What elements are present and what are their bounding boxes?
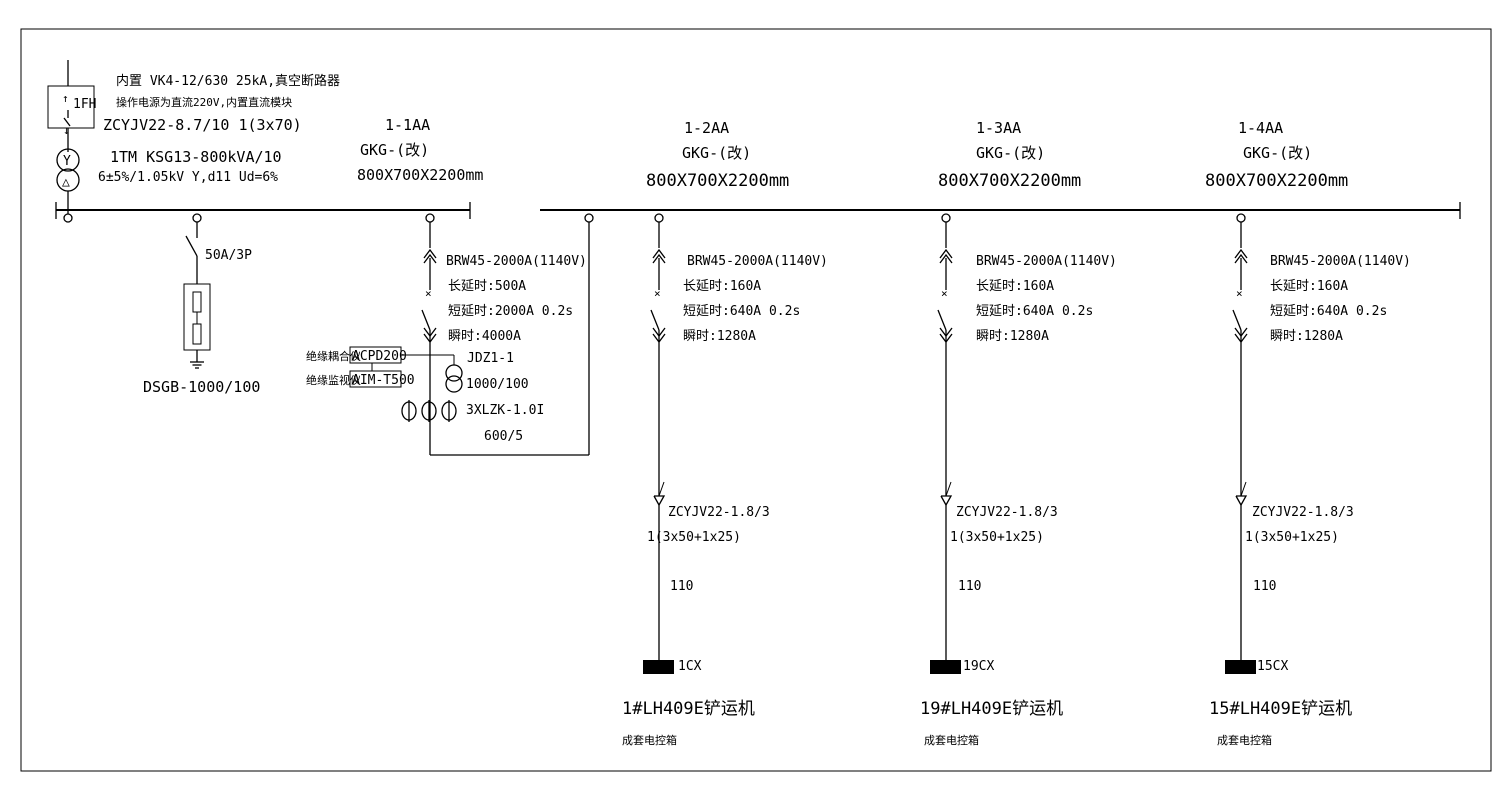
feeder-cable-spec: 1(3x50+1x25) — [1245, 530, 1339, 545]
arrester-breaker-icon — [185, 235, 198, 257]
feeder-cabinet-model: GKG-(改) — [682, 144, 751, 162]
transformer-d-symbol: △ — [62, 175, 70, 190]
cabinet-1-header: 1-1AA GKG-(改) 800X700X2200mm — [357, 116, 483, 184]
feeder-cable-length: 110 — [670, 579, 693, 594]
feeder-cabinet-size: 800X700X2200mm — [646, 171, 789, 191]
transformer-spec: 6±5%/1.05kV Y,d11 Ud=6% — [98, 170, 278, 185]
feeder-1-3aa: 1-3AA GKG-(改) 800X700X2200mm × BRW45-200… — [920, 119, 1117, 747]
feeder-cable-model: ZCYJV22-1.8/3 — [668, 505, 770, 520]
main-breaker-branch: × BRW45-2000A(1140V) 长延时:500A 短延时:2000A … — [306, 213, 594, 456]
transformer-label: 1TM KSG13-800kVA/10 — [110, 148, 282, 166]
insulation-monitor-model: AIM-T500 — [352, 373, 415, 388]
arrester-branch: 50A/3P DSGB-1000/100 — [143, 213, 260, 396]
arrester-breaker-rating: 50A/3P — [205, 248, 252, 263]
feeder-cabinet-model: GKG-(改) — [1243, 144, 1312, 162]
drawing-frame — [20, 28, 1492, 772]
cabinet-1-model: GKG-(改) — [360, 141, 429, 159]
incoming-section: ↑ 1FH ↓ 内置 VK4-12/630 25kA,真空断路器 操作电源为直流… — [47, 60, 340, 223]
ct-ratio: 600/5 — [484, 429, 523, 444]
feeder-control-box: 成套电控箱 — [924, 733, 979, 747]
load-terminal-icon — [1225, 660, 1256, 674]
pt-ratio: 1000/100 — [466, 377, 529, 392]
feeder-breaker-icon — [937, 309, 947, 331]
feeder-breaker-model: BRW45-2000A(1140V) — [1270, 254, 1411, 269]
feeder-breaker-model: BRW45-2000A(1140V) — [687, 254, 828, 269]
main-disconnect-icon — [423, 248, 437, 259]
feeder-load-name: 19#LH409E铲运机 — [920, 699, 1063, 719]
feeder-cabinet-name: 1-3AA — [976, 119, 1021, 137]
insulation-coupler-model: ACPD200 — [352, 349, 407, 364]
feeder-cabinet-name: 1-4AA — [1238, 119, 1283, 137]
feeder-breaker-icon — [650, 309, 660, 331]
load-break-switch-box — [47, 85, 95, 129]
feeder-load-id: 1CX — [678, 659, 702, 674]
insulation-monitor-label: 绝缘监视仪 — [306, 373, 361, 387]
feeder-trip-icon: × — [654, 287, 661, 300]
cable-termination-icon — [1235, 495, 1248, 507]
cable-termination-icon — [940, 495, 953, 507]
load-terminal-icon — [930, 660, 961, 674]
main-breaker-instant: 瞬时:4000A — [448, 329, 521, 344]
feeder-control-box: 成套电控箱 — [622, 733, 677, 747]
feeder-cable-model: ZCYJV22-1.8/3 — [956, 505, 1058, 520]
operating-power-spec: 操作电源为直流220V,内置直流模块 — [116, 95, 292, 109]
fh-label: 1FH — [73, 97, 96, 112]
feeder-1-4aa: 1-4AA GKG-(改) 800X700X2200mm × BRW45-200… — [1205, 119, 1411, 747]
feeder-long-delay: 长延时:160A — [976, 279, 1054, 294]
feeder-load-name: 1#LH409E铲运机 — [622, 699, 755, 719]
pt-model: JDZ1-1 — [467, 351, 514, 366]
insulation-monitor-box — [349, 370, 402, 388]
fh-arrow-icon: ↑ — [62, 92, 69, 105]
feeder-control-box: 成套电控箱 — [1217, 733, 1272, 747]
feeder-disconnect-icon — [1234, 248, 1248, 259]
feeder-long-delay: 长延时:160A — [1270, 279, 1348, 294]
main-breaker-model: BRW45-2000A(1140V) — [446, 254, 587, 269]
cabinet-1-name: 1-1AA — [385, 116, 430, 134]
cable-termination-icon — [653, 495, 666, 507]
main-breaker-trip-icon: × — [425, 287, 432, 300]
ct-model: 3XLZK-1.0I — [466, 403, 544, 418]
feeder-cabinet-name: 1-2AA — [684, 119, 729, 137]
cabinet-1-size: 800X700X2200mm — [357, 166, 483, 184]
main-breaker-long-delay: 长延时:500A — [448, 279, 526, 294]
feeder-trip-icon: × — [941, 287, 948, 300]
feeder-cable-length: 110 — [958, 579, 981, 594]
main-breaker-short-delay: 短延时:2000A 0.2s — [448, 304, 573, 319]
insulation-coupler-label: 绝缘耦合仪 — [306, 349, 361, 363]
feeder-cabinet-size: 800X700X2200mm — [938, 171, 1081, 191]
feeder-breaker-model: BRW45-2000A(1140V) — [976, 254, 1117, 269]
feeder-instant: 瞬时:1280A — [683, 329, 756, 344]
main-breaker-icon — [421, 309, 431, 331]
feeder-breaker-icon — [1232, 309, 1242, 331]
transformer-primary-icon — [56, 148, 80, 172]
vacuum-breaker-spec: 内置 VK4-12/630 25kA,真空断路器 — [116, 73, 340, 89]
arrester-model: DSGB-1000/100 — [143, 378, 260, 396]
feeder-cable-model: ZCYJV22-1.8/3 — [1252, 505, 1354, 520]
feeder-load-id: 15CX — [1257, 659, 1288, 674]
transformer-y-symbol: Y — [63, 154, 71, 169]
feeder-cabinet-size: 800X700X2200mm — [1205, 171, 1348, 191]
feeder-short-delay: 短延时:640A 0.2s — [1270, 304, 1387, 319]
feeder-short-delay: 短延时:640A 0.2s — [976, 304, 1093, 319]
current-transformer-icon — [401, 400, 457, 422]
feeder-instant: 瞬时:1280A — [976, 329, 1049, 344]
feeder-trip-icon: × — [1236, 287, 1243, 300]
feeder-long-delay: 长延时:160A — [683, 279, 761, 294]
feeder-cable-spec: 1(3x50+1x25) — [950, 530, 1044, 545]
load-terminal-icon — [643, 660, 674, 674]
feeder-load-id: 19CX — [963, 659, 994, 674]
feeder-instant: 瞬时:1280A — [1270, 329, 1343, 344]
feeder-cabinet-model: GKG-(改) — [976, 144, 1045, 162]
incoming-cable-spec: ZCYJV22-8.7/10 1(3x70) — [103, 116, 302, 134]
feeder-cable-length: 110 — [1253, 579, 1276, 594]
feeder-disconnect-icon — [652, 248, 666, 259]
feeder-load-name: 15#LH409E铲运机 — [1209, 699, 1352, 719]
incoming-arrow-icon: ↓ — [63, 124, 70, 137]
feeder-cable-spec: 1(3x50+1x25) — [647, 530, 741, 545]
feeder-1-2aa: 1-2AA GKG-(改) 800X700X2200mm × BRW45-200… — [622, 119, 828, 747]
feeder-short-delay: 短延时:640A 0.2s — [683, 304, 800, 319]
insulation-coupler-box — [349, 346, 402, 364]
feeder-disconnect-icon — [939, 248, 953, 259]
